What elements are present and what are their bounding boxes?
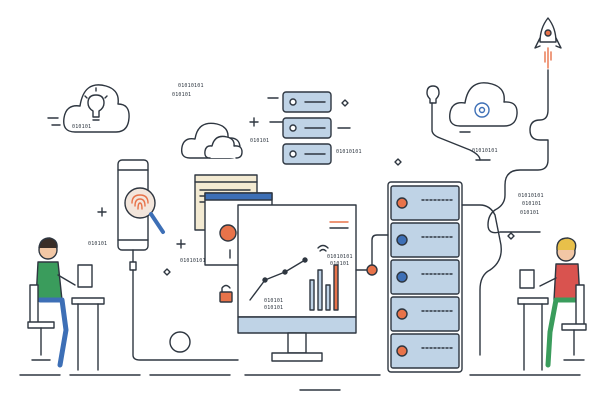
binary-label: 010101 (264, 305, 283, 311)
chair (29, 284, 39, 326)
smartphone-icon (117, 159, 165, 271)
wifi-icon (317, 244, 329, 249)
binary-label: 010101 (264, 298, 283, 304)
lock-icon (219, 284, 233, 303)
pie-chart-icon (219, 224, 237, 242)
binary-label: 01010101 (178, 83, 204, 89)
cloud-icon (47, 84, 130, 133)
binary-label: 010101 (72, 124, 91, 130)
lightbulb-icon (87, 94, 105, 118)
monitor (237, 204, 357, 362)
binary-label: 01010101 (327, 254, 353, 260)
binary-label: 01010101 (518, 193, 544, 199)
binary-label: 010101 (330, 261, 349, 267)
laptop-icon (519, 269, 535, 289)
cloud-icon (426, 82, 518, 161)
person-left (27, 237, 105, 371)
binary-labels: 01010101 010101 01010101 010101 01010101… (72, 83, 544, 311)
binary-label: 010101 (522, 201, 541, 207)
chair (575, 284, 585, 328)
binary-label: 010101 (520, 210, 539, 216)
binary-label: 010101 (250, 138, 269, 144)
binary-label: 010101 (88, 241, 107, 247)
binary-label: 01010101 (180, 258, 206, 264)
binary-label: 010101 (172, 92, 191, 98)
laptop-icon (77, 264, 93, 288)
gear-icon (474, 102, 490, 118)
rocket-icon (461, 17, 562, 356)
cloud-icon (180, 122, 243, 159)
ground-lines (19, 374, 581, 391)
server-stack-top (267, 91, 351, 165)
binary-label: 01010101 (336, 149, 362, 155)
lightbulb-icon (426, 85, 440, 104)
sparkle-decoration (97, 99, 515, 276)
line-graph (249, 259, 306, 301)
person-right (517, 237, 587, 371)
fingerprint-icon (131, 194, 149, 204)
server-rack (387, 181, 463, 373)
binary-label: 01010101 (472, 148, 498, 154)
network-cable (132, 234, 389, 361)
